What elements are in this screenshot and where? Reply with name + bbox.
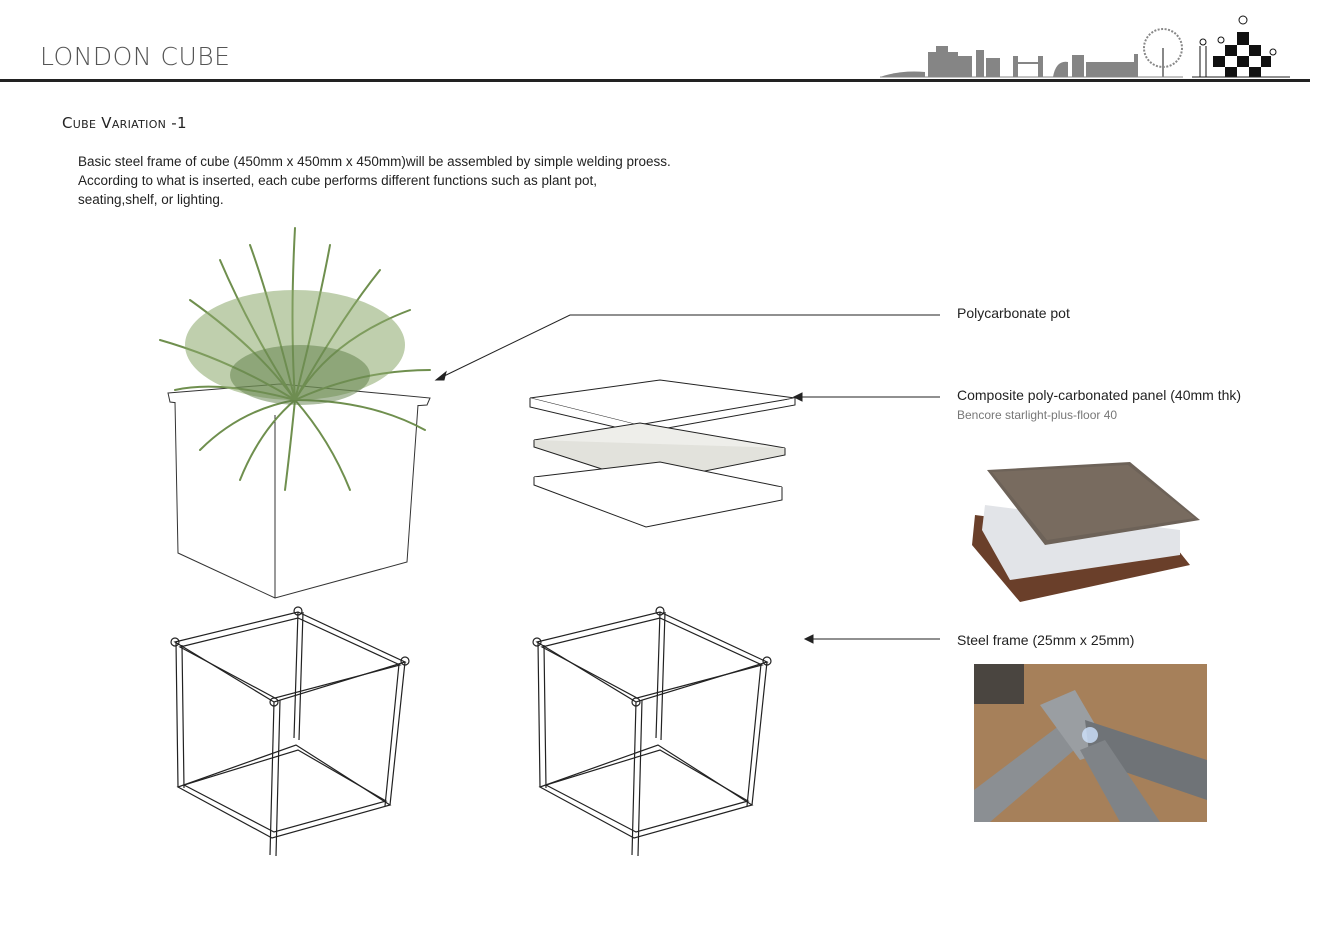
steel-frame-left-icon [170,606,410,857]
welded-joint-photo [974,664,1207,822]
steel-frame-right-icon [532,606,772,857]
callout-polycarbonate-pot: Polycarbonate pot [957,305,1070,321]
section-title: Cube Variation -1 [62,114,187,132]
planter-pot-icon [167,383,431,599]
london-skyline-icon [880,15,1290,78]
header-rule [0,79,1310,82]
callout-composite-panel: Composite poly-carbonated panel (40mm th… [957,387,1242,403]
exploded-panel-icon [529,379,796,528]
bencore-panel-photo [972,462,1200,602]
callout-composite-panel-product: Bencore starlight-plus-floor 40 [957,408,1118,422]
section-description: Basic steel frame of cube (450mm x 450mm… [78,154,671,207]
page-title: LONDON CUBE [40,42,231,71]
leader-lines [434,314,940,644]
callout-steel-frame: Steel frame (25mm x 25mm) [957,632,1135,648]
